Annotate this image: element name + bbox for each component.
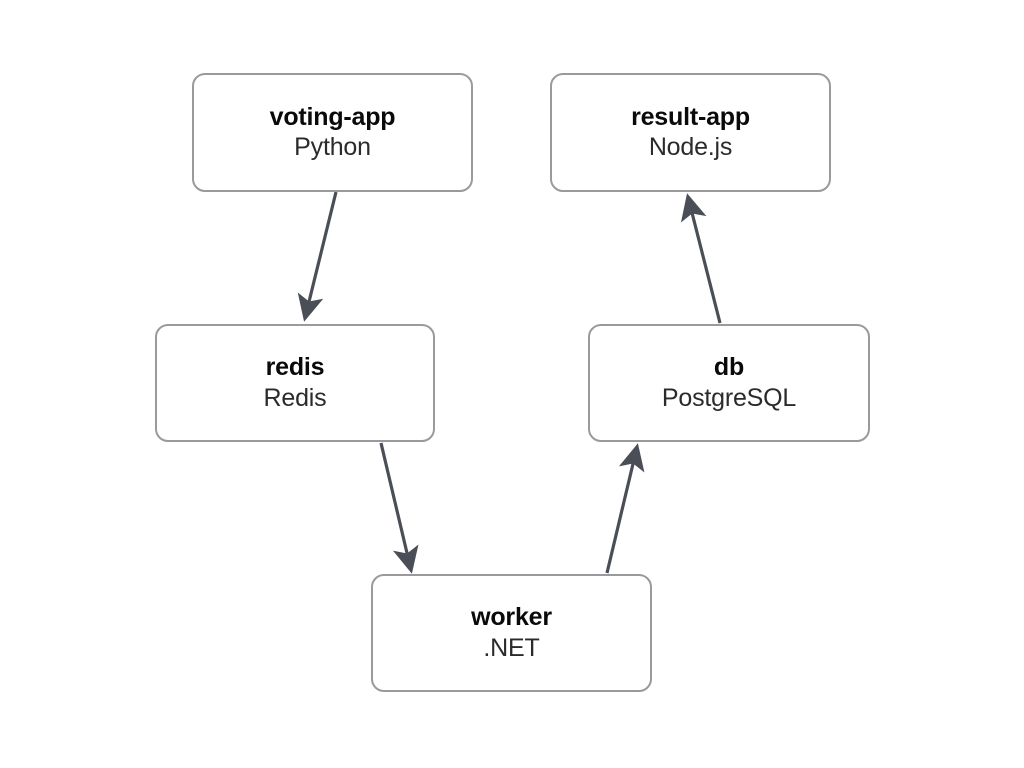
edge-redis-to-worker bbox=[379, 442, 419, 574]
node-title: result-app bbox=[631, 102, 750, 131]
node-title: db bbox=[713, 353, 745, 381]
node-worker[interactable]: worker .NET bbox=[371, 574, 652, 692]
node-redis[interactable]: redis Redis bbox=[155, 324, 435, 442]
node-title: redis bbox=[265, 353, 325, 381]
node-voting-app[interactable]: voting-app Python bbox=[192, 73, 473, 192]
node-title: voting-app bbox=[269, 102, 396, 131]
node-subtitle: Node.js bbox=[648, 133, 733, 161]
node-subtitle: Redis bbox=[263, 383, 327, 412]
edge-worker-to-db bbox=[605, 443, 645, 574]
node-subtitle: Python bbox=[294, 133, 371, 161]
edge-voting-app-to-redis bbox=[297, 191, 338, 322]
node-subtitle: PostgreSQL bbox=[661, 383, 797, 412]
node-subtitle: .NET bbox=[483, 633, 540, 662]
node-result-app[interactable]: result-app Node.js bbox=[550, 73, 831, 192]
edge-db-to-result-app bbox=[680, 193, 722, 324]
node-title: worker bbox=[471, 603, 552, 631]
node-db[interactable]: db PostgreSQL bbox=[588, 324, 870, 442]
